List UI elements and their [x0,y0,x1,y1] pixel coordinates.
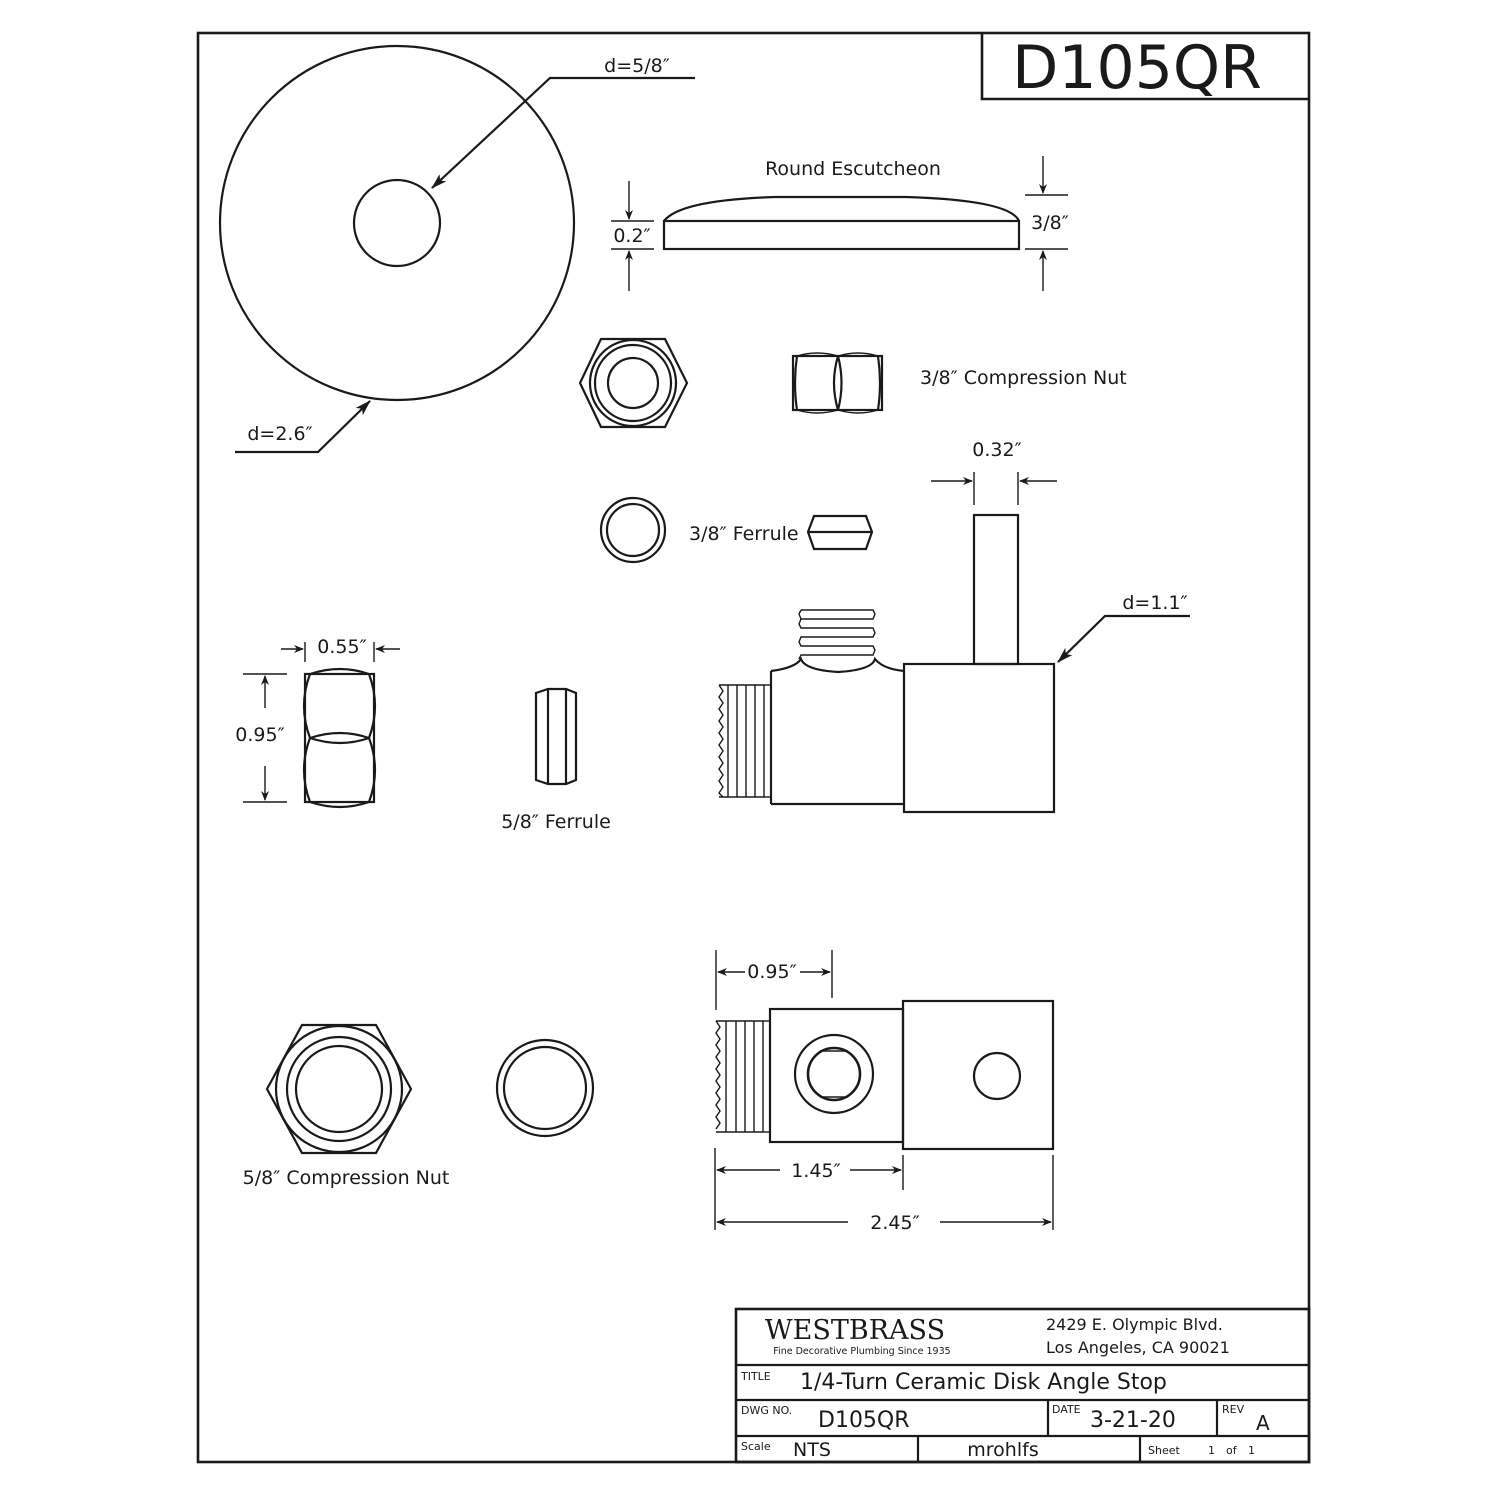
title-field-label: TITLE [740,1370,771,1383]
hex-nut-face [578,337,689,429]
base-height-label: 0.2″ [613,225,650,247]
hex-nut-side [791,354,884,412]
inlet-thread-lines [727,685,756,797]
drawing-title: 1/4-Turn Ceramic Disk Angle Stop [800,1370,1167,1395]
address-line-1: 2429 E. Olympic Blvd. [1046,1315,1223,1334]
escutcheon-label: Round Escutcheon [765,158,941,180]
ferrule-large-outer-ring [495,1038,595,1138]
nut-side-body [303,672,376,804]
handle-width-label: 0.32″ [972,439,1021,461]
outlet-port-outer [793,1033,875,1115]
valve-bonnet [902,662,1056,814]
escutcheon-dome [663,195,1021,222]
rev-field-label: REV [1222,1403,1245,1416]
scale-field-label: Scale [741,1440,771,1453]
handle-stem-circle [972,1051,1022,1101]
escutcheon-face-view: d=5/8″ d=2.6″ [218,44,695,454]
nut-bore [606,356,660,410]
compression-nut-large: 5/8″ Compression Nut [243,1023,450,1189]
leader-body-diameter [1057,614,1190,663]
company-tagline: Fine Decorative Plumbing Since 1935 [773,1346,950,1357]
nut-facet-curves [309,667,370,809]
valve-top-view: 0.95″ 1.45″ 2.45″ [714,950,1055,1234]
inlet-length-label: 0.95″ [747,961,796,983]
drawing-number-header: D105QR [980,33,1309,103]
nut-outer-ring [588,338,678,428]
compression-nut-large-side: 0.55″ 0.95″ [235,636,400,809]
escutcheon-inner-circle [352,178,442,268]
inlet-shoulder [763,684,772,798]
sheet-number: 1 [1208,1444,1215,1457]
inlet-threads-top [715,1020,763,1133]
ferrule-small-label: 3/8″ Ferrule [689,523,799,545]
total-length-label: 2.45″ [870,1212,919,1234]
nut-side-facets [793,355,882,411]
outer-diameter-label: d=2.6″ [247,423,312,445]
rev-value: A [1256,1411,1270,1435]
nut-side-chamfers [796,352,879,414]
outlet-length-label: 1.45″ [791,1160,840,1182]
ferrule-large-face [495,1038,595,1138]
sheet-of: of [1226,1444,1238,1457]
dwg-no-field-label: DWG NO. [741,1404,792,1417]
outlet-port-inner [806,1046,862,1102]
compression-nut-small-label: 3/8″ Compression Nut [920,367,1127,389]
leader-inner-diameter [431,76,695,189]
valve-body-top [768,1007,905,1144]
compression-nut-small: 3/8″ Compression Nut [578,337,1127,429]
ferrule-large-label: 5/8″ Ferrule [501,811,611,833]
date-field-label: DATE [1052,1403,1081,1416]
ferrule-large: 5/8″ Ferrule [501,687,611,833]
sheet-total: 1 [1248,1444,1255,1457]
sheet-border [196,31,1311,1464]
inlet-shoulder-top [762,1020,771,1133]
ferrule-small: 3/8″ Ferrule [599,496,874,564]
company-logo: WESTBRASS [765,1315,945,1346]
valve-outlet-collar [770,656,905,674]
nut-middle-ring [593,343,673,423]
valve-bonnet-top [901,999,1055,1151]
drawing-number: D105QR [1012,33,1262,103]
outlet-threads [798,609,876,660]
total-height-label: 3/8″ [1031,212,1069,234]
sheet-field-label: Sheet [1148,1444,1180,1457]
hex-nut-large-face [265,1023,413,1155]
scale-value: NTS [793,1439,831,1461]
ferrule-large-inner-ring [502,1045,588,1131]
title-block: WESTBRASS Fine Decorative Plumbing Since… [734,1307,1311,1464]
nut-large-outer-ring [274,1024,404,1154]
ferrule-outer-ring [599,496,667,564]
escutcheon-base [662,219,1021,251]
ferrule-large-side [534,687,578,786]
dwg-no-value: D105QR [818,1408,910,1433]
address-line-2: Los Angeles, CA 90021 [1046,1338,1230,1357]
inlet-threads [718,684,764,798]
drawn-by: mrohlfs [967,1439,1038,1461]
escutcheon-side-view: Round Escutcheon 0.2″ 3/8″ [611,156,1069,291]
nut-height-label: 0.95″ [235,724,284,746]
escutcheon-outer-circle [218,44,576,402]
leader-outer-diameter [235,400,371,454]
compression-nut-large-label: 5/8″ Compression Nut [243,1167,450,1189]
nut-width-label: 0.55″ [317,636,366,658]
valve-side-view: 0.32″ d=1.1″ [718,439,1190,814]
nut-large-middle-ring [285,1035,393,1143]
inlet-thread-lines-top [725,1021,755,1132]
date-value: 3-21-20 [1090,1408,1176,1433]
inner-diameter-label: d=5/8″ [604,55,670,77]
nut-large-bore [294,1044,384,1134]
ferrule-inner-ring [605,502,661,558]
valve-handle [972,513,1020,666]
body-diameter-label: d=1.1″ [1122,592,1187,614]
outlet-port-flats [820,1050,848,1098]
